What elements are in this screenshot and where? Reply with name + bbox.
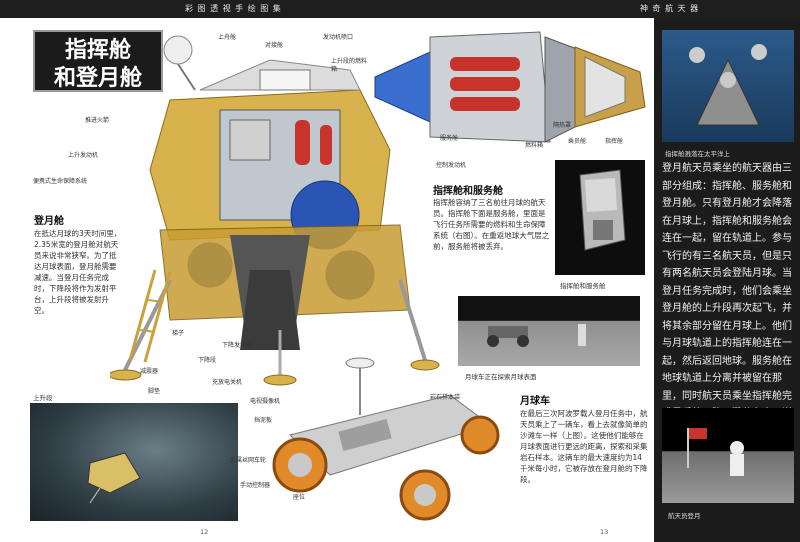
- label-rover-fender: 挡泥板: [254, 417, 273, 424]
- csm-text: 指挥舱容纳了三名前往月球的航天员。指挥舱下面是服务舱，里面是飞行任务所需要的燃料…: [433, 198, 550, 251]
- label-rover-battery: 充放电关机: [212, 379, 243, 386]
- splashdown-caption: 指挥舱溅落在太平洋上: [665, 150, 730, 158]
- page-number-left: 12: [200, 528, 209, 536]
- rover-illustration: [272, 357, 500, 521]
- label-descent-engine: 下降发动机: [222, 342, 253, 349]
- label-sm: 服务舱: [440, 135, 459, 142]
- label-rover-seat: 座位: [293, 494, 306, 501]
- header-right: 神 奇 航 天 器: [640, 4, 700, 13]
- ascent-photo: [30, 403, 238, 521]
- label-shield: 隔热罩: [553, 122, 572, 129]
- title-line-1: 指挥舱: [64, 37, 131, 63]
- splashdown-photo-art: [689, 44, 767, 126]
- label-sm-fuel: 燃料箱: [525, 142, 544, 149]
- label-rover-control: 手动控制器: [240, 482, 271, 489]
- rover-photo: [458, 296, 640, 366]
- csm-heading: 指挥舱和服务舱: [433, 186, 503, 197]
- label-lower-stage: 下降段: [198, 357, 217, 364]
- lunar-module-text: 在抵达月球的3天时间里，2.35米宽的登月舱对航天员来说非常狭窄。为了抵达月球表…: [34, 229, 122, 315]
- label-ascent-fuel: 上升段的燃料箱: [331, 58, 368, 73]
- label-plss: 便携式生命保障系统: [33, 178, 88, 185]
- label-shock: 减震器: [140, 368, 159, 375]
- csm-photo-art: [579, 169, 626, 251]
- title-line-2: 和登月舱: [53, 65, 142, 91]
- label-top-hatch: 上舟舱: [218, 34, 237, 41]
- astronaut-photo-art: [687, 428, 744, 476]
- astronaut-photo: [662, 408, 794, 503]
- rover-heading: 月球车: [520, 396, 550, 407]
- label-rover-tool: 岩石样本袋: [430, 394, 461, 401]
- label-sm-control: 控制发动机: [436, 162, 467, 169]
- astronaut-caption: 航天员登月: [668, 512, 701, 520]
- label-rover-camera: 电视摄像机: [250, 398, 281, 405]
- label-footpad: 脚垫: [148, 388, 161, 395]
- label-command: 指挥舱: [605, 138, 624, 145]
- csm-photo: [555, 160, 645, 275]
- header-left: 彩 图 透 视 手 绘 图 集: [185, 4, 282, 13]
- page-number-right: 13: [600, 528, 609, 536]
- ascent-photo-caption: 上升段: [33, 394, 53, 402]
- label-thruster: 推进火箭: [85, 117, 110, 124]
- page-title: 指挥舱 和登月舱: [33, 30, 163, 92]
- label-ladder: 梯子: [172, 330, 185, 337]
- splashdown-photo: [662, 30, 794, 142]
- rover-photo-art: [487, 324, 586, 347]
- running-header: 彩 图 透 视 手 绘 图 集 神 奇 航 天 器: [0, 0, 800, 18]
- label-crew: 乘员舱: [568, 138, 587, 145]
- rover-text: 在最后三次阿波罗载人登月任务中，航天员乘上了一辆车，看上去就像简单的沙滩车一样（…: [520, 409, 648, 484]
- label-engine-nozzle: 发动机喷口: [323, 34, 354, 41]
- label-ascent-engine: 上升发动机: [68, 152, 99, 159]
- csm-illustration: [374, 31, 646, 143]
- rover-photo-caption: 月球车正在探索月球表面: [465, 373, 537, 381]
- label-docking: 对接舱: [265, 42, 284, 49]
- sidebar-text: 登月航天员乘坐的航天器由三部分组成：指挥舱、服务舱和登月舱。只有登月舱才会降落在…: [662, 163, 792, 437]
- csm-photo-caption: 指挥舱和服务舱: [560, 282, 606, 290]
- lunar-module-heading: 登月舱: [34, 216, 64, 227]
- ascent-photo-art: [87, 452, 141, 504]
- lunar-module-illustration: [110, 35, 440, 386]
- label-rover-wheels: 金属丝网车轮: [230, 457, 267, 464]
